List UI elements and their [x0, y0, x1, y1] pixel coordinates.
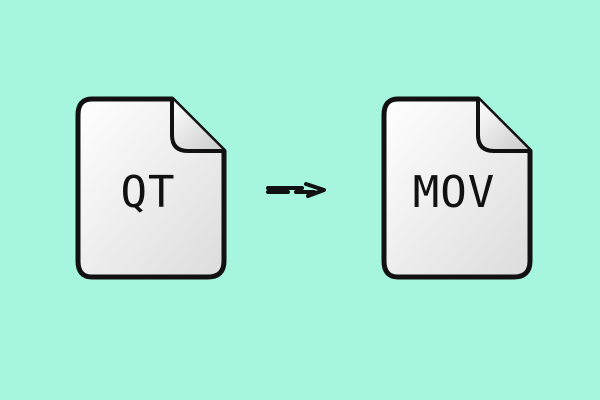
convert-arrow-icon: [262, 178, 338, 202]
target-extension-label: MOV: [412, 167, 496, 218]
document-icon: [381, 96, 533, 280]
target-file: MOV: [380, 95, 540, 285]
source-extension-label: QT: [120, 167, 176, 218]
document-icon: [75, 96, 227, 280]
source-file: QT: [74, 95, 234, 285]
